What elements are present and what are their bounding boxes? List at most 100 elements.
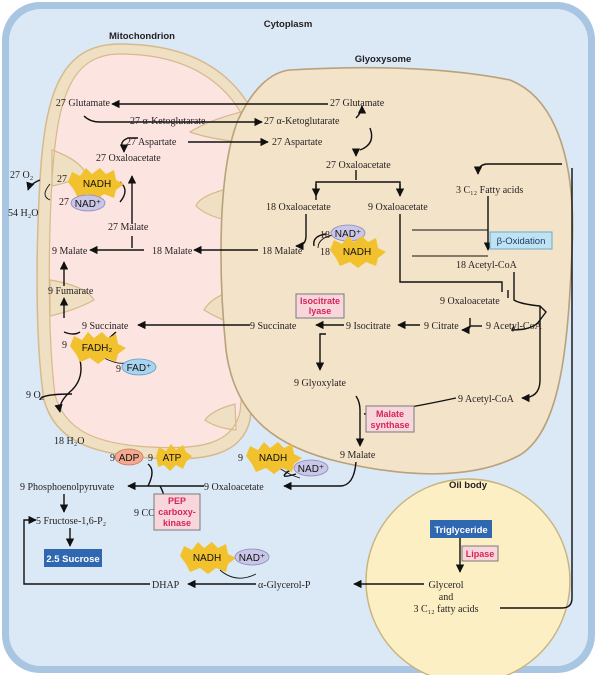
beta-oxidation-label: β-Oxidation — [497, 236, 546, 247]
lipase-box: Lipase — [461, 545, 499, 562]
mito-nad-label: NAD⁺ — [75, 199, 101, 210]
mito-malate-18: 18 Malate — [152, 246, 193, 257]
cytosol-dhap: DHAP — [152, 580, 180, 591]
glyox-citrate: 9 Citrate — [424, 321, 459, 332]
water-54: 54 H₂O — [8, 208, 38, 219]
mito-fadh-coef: 9 — [62, 340, 67, 351]
cytosol-adp-coef: 9 — [110, 453, 115, 464]
pepck-line2: carboxy- — [158, 507, 196, 517]
mito-nad-coef: 27 — [59, 197, 69, 208]
cytoplasm-label: Cytoplasm — [264, 19, 313, 30]
cytosol-nad-2-label: NAD⁺ — [239, 553, 265, 564]
cytosol-pep: 9 Phosphoenolpyruvate — [20, 482, 115, 493]
cytosol-nad-oval-2: NAD⁺ — [234, 548, 270, 566]
mito-fumarate: 9 Fumarate — [48, 286, 94, 297]
glyox-nadh-coef: 18 — [320, 247, 330, 258]
isocitrate-lyase-box: Isocitrate lyase — [295, 293, 345, 319]
mito-malate-9: 9 Malate — [52, 246, 88, 257]
fadh2-burst: FADH₂ — [70, 332, 126, 364]
glyoxysome-label: Glyoxysome — [355, 54, 412, 65]
adp-oval: ADP — [114, 448, 144, 466]
triglyceride-box: Triglyceride — [430, 520, 492, 538]
mito-nadh-burst: NADH — [68, 168, 124, 200]
malate-synthase-line1: Malate — [376, 409, 404, 419]
pepck-line1: PEP — [168, 496, 186, 506]
glyox-nad-coef: 18 — [320, 230, 330, 241]
mito-ketoglutarate: 27 α-Ketoglutarate — [130, 116, 206, 127]
glyox-oxaloacetate-9b: 9 Oxaloacetate — [440, 296, 500, 307]
glyox-succinate: 9 Succinate — [250, 321, 297, 332]
adp-label: ADP — [119, 453, 140, 464]
glyox-nadh-burst: NADH — [330, 236, 386, 268]
pepck-line3: kinase — [163, 518, 191, 528]
glyox-glutamate: 27 Glutamate — [330, 98, 385, 109]
glyoxysome-body — [220, 66, 574, 475]
oil-and: and — [439, 592, 453, 603]
glyox-isocitrate: 9 Isocitrate — [346, 321, 391, 332]
cytosol-nadh-burst-2: NADH — [180, 542, 236, 574]
mito-fad-coef: 9 — [116, 364, 121, 375]
reaction-arrows — [23, 99, 573, 609]
cytosol-nadh-coef: 9 — [238, 453, 243, 464]
glyox-aspartate: 27 Aspartate — [272, 137, 323, 148]
glyox-acetyl-coa-9a: 9 Acetyl-CoA — [486, 321, 543, 332]
cytosol-oxaloacetate: 9 Oxaloacetate — [204, 482, 264, 493]
mito-oxaloacetate: 27 Oxaloacetate — [96, 153, 161, 164]
triglyceride-label: Triglyceride — [434, 525, 487, 536]
malate-synthase-box: Malate synthase — [365, 405, 415, 433]
glyox-ketoglutarate: 27 α-Ketoglutarate — [264, 116, 340, 127]
glyox-acetyl-coa-9b: 9 Acetyl-CoA — [458, 394, 515, 405]
fadh2-label: FADH₂ — [82, 343, 113, 354]
water-18: 18 H₂O — [54, 436, 84, 447]
isocitrate-lyase-line2: lyase — [309, 306, 332, 316]
lipase-label: Lipase — [466, 549, 495, 559]
cytosol-nad-oval: NAD⁺ — [293, 459, 329, 477]
oil-glycerol: Glycerol — [429, 580, 464, 591]
glyox-acetyl-coa-18: 18 Acetyl-CoA — [456, 260, 518, 271]
sucrose-box: 2.5 Sucrose — [44, 549, 102, 567]
sucrose-label: 2.5 Sucrose — [46, 554, 99, 565]
glyox-nadh-label: NADH — [343, 247, 371, 258]
pep-carboxykinase-box: PEP carboxy- kinase — [153, 493, 201, 531]
cytosol-nad-label: NAD⁺ — [298, 464, 324, 475]
cytosol-nadh-burst: NADH — [246, 442, 302, 474]
mito-nadh-coef: 27 — [57, 174, 67, 185]
oil-fatty-acids: 3 C₁₂ fatty acids — [413, 604, 478, 615]
glyox-oxaloacetate-9a: 9 Oxaloacetate — [368, 202, 428, 213]
oxygen-9: 9 O₂ — [26, 390, 44, 401]
isocitrate-lyase-line1: Isocitrate — [300, 296, 340, 306]
fad-oval: FAD⁺ — [121, 358, 157, 376]
cytosol-nadh-2-label: NADH — [193, 553, 221, 564]
fad-label: FAD⁺ — [127, 363, 152, 374]
malate-synthase-line2: synthase — [370, 420, 409, 430]
respiration-labels: 27 O₂ 54 H₂O 9 O₂ 18 H₂O — [8, 170, 84, 447]
atp-label: ATP — [163, 453, 182, 464]
atp-burst: ATP — [156, 444, 192, 471]
cytosol-co2: 9 CO₂ — [134, 508, 159, 519]
cytosol-fructose: 5 Fructose-1,6-P₂ — [36, 516, 106, 527]
glyox-glyoxylate: 9 Glyoxylate — [294, 378, 346, 389]
cytosol-atp-coef: 9 — [148, 453, 153, 464]
mitochondrion-label: Mitochondrion — [109, 31, 175, 42]
glyox-oxaloacetate-18: 18 Oxaloacetate — [266, 202, 331, 213]
mito-nad-oval: NAD⁺ — [70, 194, 106, 212]
mitochondrion-metabolites: 27 Glutamate 27 α-Ketoglutarate 27 Aspar… — [48, 98, 206, 375]
glyox-nad-label: NAD⁺ — [335, 229, 361, 240]
mito-malate-27: 27 Malate — [108, 222, 149, 233]
oxygen-27: 27 O₂ — [10, 170, 33, 181]
mito-succinate: 9 Succinate — [82, 321, 129, 332]
glyox-fatty-acids: 3 C₁₂ Fatty acids — [456, 185, 523, 196]
mito-nadh-label: NADH — [83, 179, 111, 190]
mito-glutamate: 27 Glutamate — [56, 98, 111, 109]
cytosol-glycerol-p: α-Glycerol-P — [258, 580, 311, 591]
oil-body-label: Oil body — [449, 480, 488, 491]
glyox-malate-18: 18 Malate — [262, 246, 303, 257]
glyox-malate-9: 9 Malate — [340, 450, 376, 461]
beta-oxidation-box: β-Oxidation — [489, 231, 553, 250]
oil-body — [365, 478, 571, 675]
glyoxysome-metabolites: 27 Glutamate 27 α-Ketoglutarate 27 Aspar… — [250, 98, 543, 461]
glyox-nad-oval: NAD⁺ — [330, 224, 366, 242]
mito-aspartate: 27 Aspartate — [126, 137, 177, 148]
cytosol-nadh-label: NADH — [259, 453, 287, 464]
